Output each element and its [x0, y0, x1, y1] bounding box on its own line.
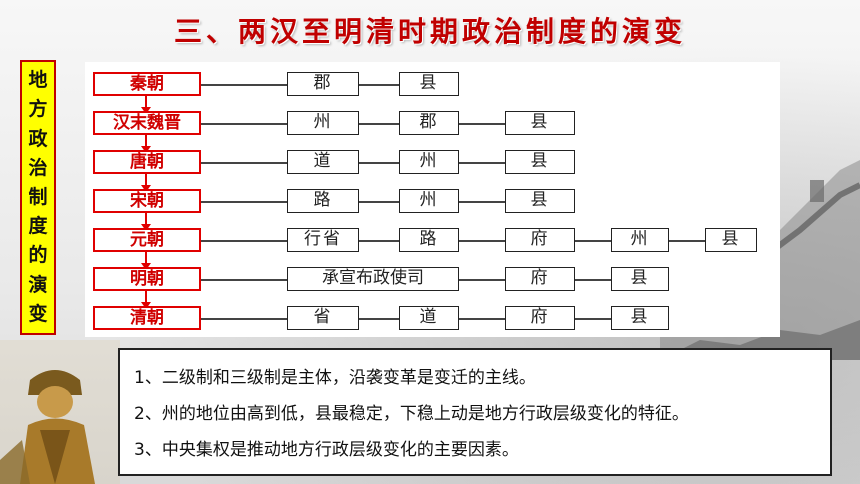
unit-box: 路	[287, 189, 359, 213]
connector-line	[575, 279, 611, 281]
unit-box: 路	[399, 228, 459, 252]
connector-line	[201, 240, 287, 242]
side-label-char: 政	[28, 127, 48, 150]
connector-line	[201, 279, 287, 281]
unit-box: 州	[287, 111, 359, 135]
summary-note: 2、州的地位由高到低，县最稳定，下稳上动是地方行政层级变化的特征。	[134, 404, 689, 424]
dynasty-box-qin: 秦朝	[93, 72, 201, 96]
connector-line	[669, 240, 705, 242]
connector-line	[359, 201, 399, 203]
connector-line	[459, 279, 505, 281]
connector-line	[359, 123, 399, 125]
unit-box: 县	[705, 228, 757, 252]
side-label-char: 演	[28, 273, 48, 296]
unit-box: 州	[611, 228, 669, 252]
side-label-char: 制	[28, 185, 48, 208]
flow-arrow	[141, 174, 151, 192]
unit-box: 道	[287, 150, 359, 174]
flow-arrow	[141, 96, 151, 114]
connector-line	[459, 123, 505, 125]
connector-line	[201, 318, 287, 320]
unit-box: 府	[505, 306, 575, 330]
flow-arrow	[141, 135, 151, 153]
unit-box: 州	[399, 150, 459, 174]
connector-line	[459, 240, 505, 242]
unit-box: 县	[611, 267, 669, 291]
unit-box: 道	[399, 306, 459, 330]
connector-line	[459, 318, 505, 320]
admin-hierarchy-diagram: 秦朝 郡 县 汉末魏晋 州 郡 县 唐朝 道 州 县 宋朝 路 州 县 元朝 行…	[85, 62, 780, 337]
ancient-emperor-figure	[0, 340, 120, 484]
side-label-char: 方	[28, 98, 48, 121]
connector-line	[359, 240, 399, 242]
side-label-char: 度	[28, 215, 48, 238]
unit-box: 县	[611, 306, 669, 330]
unit-box: 郡	[399, 111, 459, 135]
side-label-char: 治	[28, 156, 48, 179]
unit-box: 州	[399, 189, 459, 213]
connector-line	[359, 318, 399, 320]
connector-line	[201, 201, 287, 203]
dynasty-box-yuan: 元朝	[93, 228, 201, 252]
unit-box: 府	[505, 228, 575, 252]
unit-box: 郡	[287, 72, 359, 96]
dynasty-box-tang: 唐朝	[93, 150, 201, 174]
summary-note: 1、二级制和三级制是主体，沿袭变革是变迁的主线。	[134, 368, 536, 388]
side-label-char: 变	[28, 302, 48, 325]
dynasty-box-ming: 明朝	[93, 267, 201, 291]
connector-line	[201, 162, 287, 164]
connector-line	[575, 240, 611, 242]
connector-line	[459, 162, 505, 164]
summary-notes-box: 1、二级制和三级制是主体，沿袭变革是变迁的主线。 2、州的地位由高到低，县最稳定…	[118, 348, 832, 476]
unit-box: 县	[505, 150, 575, 174]
connector-line	[201, 84, 287, 86]
dynasty-box-qing: 清朝	[93, 306, 201, 330]
unit-box: 县	[505, 189, 575, 213]
connector-line	[575, 318, 611, 320]
flow-arrow	[141, 252, 151, 270]
unit-box: 府	[505, 267, 575, 291]
dynasty-box-han-wei-jin: 汉末魏晋	[93, 111, 201, 135]
unit-box: 县	[505, 111, 575, 135]
unit-box: 行省	[287, 228, 359, 252]
unit-box: 县	[399, 72, 459, 96]
side-vertical-label: 地 方 政 治 制 度 的 演 变	[20, 60, 56, 335]
connector-line	[359, 84, 399, 86]
dynasty-box-song: 宋朝	[93, 189, 201, 213]
flow-arrow	[141, 291, 151, 309]
connector-line	[459, 201, 505, 203]
side-label-char: 的	[28, 244, 48, 267]
connector-line	[201, 123, 287, 125]
unit-box: 省	[287, 306, 359, 330]
unit-box: 承宣布政使司	[287, 267, 459, 291]
flow-arrow	[141, 213, 151, 231]
page-title: 三、两汉至明清时期政治制度的演变	[173, 15, 686, 48]
connector-line	[359, 162, 399, 164]
side-label-char: 地	[28, 69, 48, 92]
summary-note: 3、中央集权是推动地方行政层级变化的主要因素。	[134, 440, 519, 460]
